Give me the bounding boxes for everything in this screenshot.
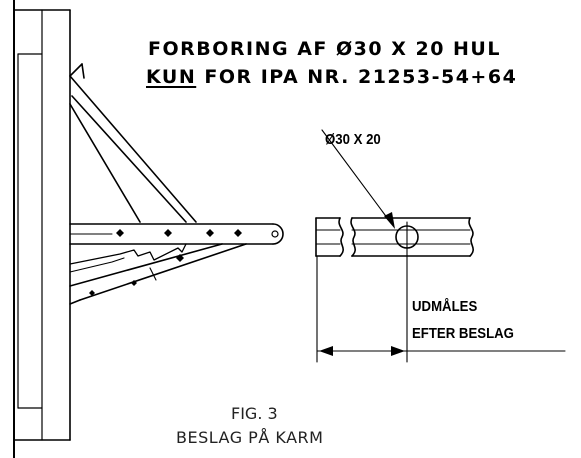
rail-section — [315, 217, 474, 257]
bracket-strut-upper — [69, 63, 197, 223]
measure-note-line-2: EFTER BESLAG — [412, 325, 514, 342]
frame-profile — [13, 0, 71, 458]
bracket-brace-lower — [69, 243, 247, 305]
figure-number: FIG. 3 — [231, 404, 278, 423]
rivet-markers — [89, 229, 242, 296]
heading-emphasis: KUN — [146, 66, 197, 88]
heading-line-2-rest: FOR IPA NR. 21253-54+64 — [196, 66, 518, 88]
bracket-arm — [69, 223, 284, 245]
figure-caption: BESLAG PÅ KARM — [176, 428, 324, 447]
measure-note-line-1: UDMÅLES — [412, 298, 478, 315]
dimension-arrow-right — [391, 346, 405, 356]
leader-arrowhead — [384, 212, 395, 229]
hole-dimension-label: Ø30 X 20 — [325, 131, 381, 148]
dimension-arrow-left — [319, 346, 333, 356]
heading-line-1: FORBORING AF Ø30 X 20 HUL — [148, 38, 501, 60]
heading-line-2: KUN FOR IPA NR. 21253-54+64 — [146, 66, 517, 88]
dimension-lines — [316, 129, 566, 363]
